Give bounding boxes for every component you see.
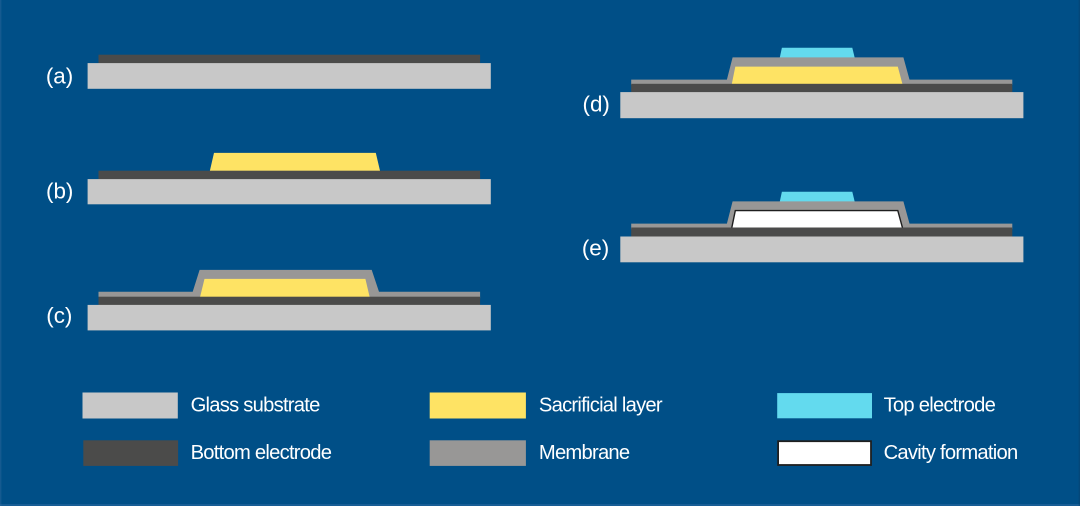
svg-text:Cavity formation: Cavity formation — [884, 442, 1018, 464]
svg-text:(d): (d) — [583, 91, 610, 116]
svg-text:Bottom electrode: Bottom electrode — [191, 442, 332, 464]
svg-text:(b): (b) — [46, 178, 73, 203]
svg-text:(e): (e) — [582, 236, 609, 261]
svg-text:Membrane: Membrane — [539, 442, 630, 464]
svg-text:Glass substrate: Glass substrate — [191, 395, 321, 417]
svg-text:Top electrode: Top electrode — [884, 395, 996, 417]
svg-text:(a): (a) — [46, 64, 73, 89]
svg-text:Sacrificial layer: Sacrificial layer — [539, 395, 663, 417]
svg-text:(c): (c) — [46, 303, 72, 328]
